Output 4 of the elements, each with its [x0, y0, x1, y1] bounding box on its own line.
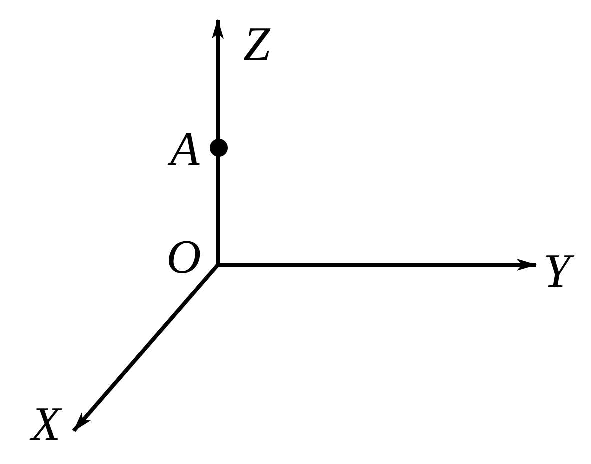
origin-label: O: [166, 234, 202, 282]
point-label: A: [170, 126, 200, 174]
axis-label: Z: [244, 21, 270, 69]
axis-label: X: [31, 401, 61, 449]
